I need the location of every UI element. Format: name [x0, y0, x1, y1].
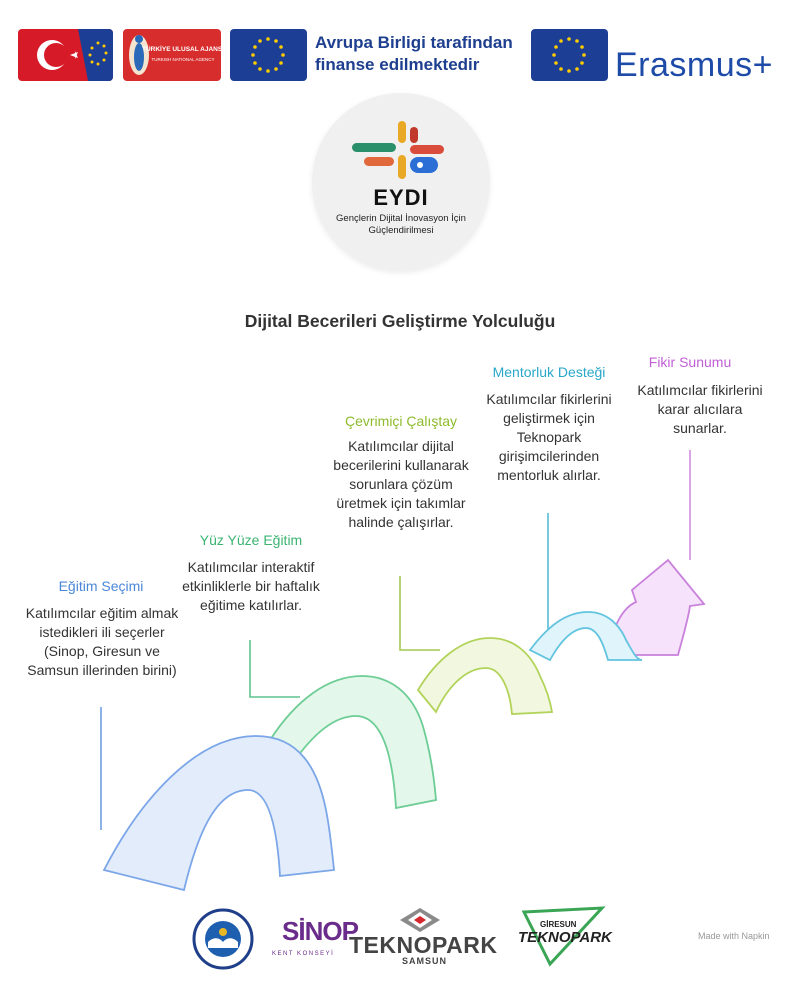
eydi-logo-mark-icon	[352, 121, 444, 179]
teknopark-samsun-sub: SAMSUN	[402, 956, 448, 966]
step-title-fikir-sunumu: Fikir Sunumu	[648, 354, 732, 370]
step-title-egitim-secimi: Eğitim Seçimi	[58, 578, 144, 594]
eu-flag	[230, 29, 307, 81]
connector-line-2	[249, 640, 300, 698]
step-shape-yuz-yuze	[269, 675, 437, 810]
step-title-cevrimici: Çevrimiçi Çalıştay	[344, 413, 457, 429]
giresun-teknopark-logo	[520, 904, 606, 968]
step-shape-cevrimici	[416, 637, 554, 715]
step-title-mentorluk: Mentorluk Desteği	[492, 364, 606, 380]
step-desc-fikir-sunumu: Katılımcılar fikirlerini karar alıcılara…	[637, 382, 763, 436]
teknopark-samsun-text: TEKNOPARK	[349, 932, 498, 958]
eydi-name: EYDI	[373, 185, 429, 210]
made-with-napkin: Made with Napkin	[698, 931, 770, 941]
step-title-yuz-yuze: Yüz Yüze Eğitim	[199, 532, 303, 548]
eu-funding-text: Avrupa Birligi tarafindan finanse edilme…	[315, 33, 513, 74]
step-desc-egitim-secimi: Katılımcılar eğitim almak istedikleri il…	[25, 605, 179, 678]
agency-name-en: TURKISH NATIONAL AGENCY	[151, 57, 214, 62]
sinop-kent-sub: KENT KONSEYİ	[272, 951, 335, 957]
turkish-national-agency-logo: TÜRKİYE ULUSAL AJANSI TURKISH NATIONAL A…	[123, 29, 221, 81]
eydi-logo: EYDI Gençlerin Dijital İnovasyon İçin Gü…	[312, 93, 490, 271]
eydi-subtitle: Gençlerin Dijital İnovasyon İçin Güçlend…	[336, 213, 466, 236]
diagram-title: Dijital Becerileri Geliştirme Yolculuğu	[244, 311, 556, 331]
sinop-kent-logo-text: SİNOP	[282, 916, 359, 946]
step-shape-mentorluk	[528, 611, 643, 662]
step-desc-mentorluk: Katılımcılar fikirlerini geliştirmek içi…	[486, 391, 612, 483]
step-shape-egitim-secimi	[102, 735, 335, 892]
agency-name: TÜRKİYE ULUSAL AJANSI	[142, 44, 221, 53]
erasmus-logo-text: Erasmus+	[615, 46, 773, 84]
eu-flag-right	[531, 29, 608, 81]
teknopark-samsun-icon	[398, 906, 442, 932]
giresun-teknopark-text: TEKNOPARK	[518, 929, 612, 946]
giresun-label: GİRESUN	[540, 920, 577, 929]
sinop-university-logo	[192, 908, 254, 970]
turkey-flag	[18, 29, 113, 81]
connector-line-3	[399, 576, 440, 651]
step-desc-yuz-yuze: Katılımcılar interaktif etkinliklerle bi…	[182, 559, 320, 613]
step-desc-cevrimici: Katılımcılar dijital becerilerini kullan…	[333, 438, 469, 530]
